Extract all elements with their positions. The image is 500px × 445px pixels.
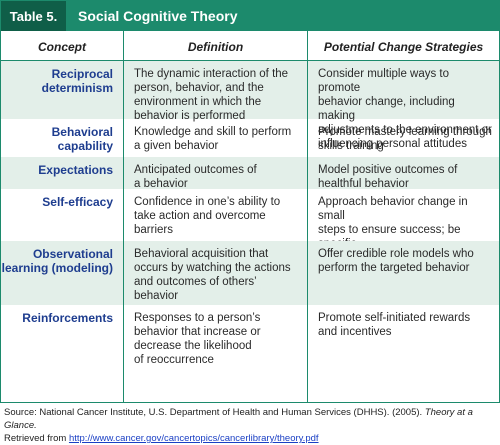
definition-cell-line: a behavior	[134, 178, 188, 190]
source-link[interactable]: http://www.cancer.gov/cancertopics/cance…	[68, 433, 319, 444]
definition-cell: Responses to a person’s behavior that inc…	[124, 305, 307, 367]
definition-cell-line: Knowledge and skill to perform	[134, 126, 292, 138]
definition-cell: Anticipated outcomes of a behavior	[124, 157, 307, 191]
strategy-cell: Offer credible role models who perform th…	[308, 241, 499, 275]
title-bar: Table 5. Social Cognitive Theory	[1, 1, 499, 31]
concept-cell-line: determinism	[41, 81, 113, 95]
definition-cell: Behavioral acquisition that occurs by wat…	[124, 241, 307, 303]
definition-cell-line: Behavioral acquisition that	[134, 248, 269, 260]
definition-cell-line: barriers	[134, 224, 173, 236]
strategy-cell-line: Model positive outcomes of	[318, 164, 458, 176]
strategy-cell-line: adjustments to the environment or	[318, 124, 492, 136]
definition-cell-line: occurs by watching the actions	[134, 262, 291, 274]
definition-cell-line: a given behavior	[134, 140, 219, 152]
header-concept: Concept	[38, 40, 86, 54]
strategy-cell-line: Offer credible role models who	[318, 248, 474, 260]
definition-cell-line: The dynamic interaction of the	[134, 68, 289, 80]
source-title: Theory at a Glance.	[4, 407, 473, 431]
strategy-cell-line: perform the targeted behavior	[318, 262, 470, 274]
strategy-cell: Model positive outcomes of healthful beha…	[308, 157, 499, 191]
table-header-row: Concept Definition Potential Change Stra…	[1, 31, 499, 61]
table-title: Social Cognitive Theory	[78, 8, 238, 24]
concept-cell-line: Reinforcements	[22, 311, 113, 325]
table-frame: Table 5. Social Cognitive Theory Concept…	[0, 0, 500, 403]
strategy-cell-line: healthful behavior	[318, 178, 409, 190]
concept-cell-line: Behavioral	[51, 125, 113, 139]
strategy-cell-line: Consider multiple ways to promote	[318, 68, 450, 94]
definition-cell: Confidence in one’s ability to take actio…	[124, 189, 307, 237]
table-row: Reinforcements Responses to a person’s beh…	[1, 305, 499, 367]
definition-cell-line: behavior	[134, 290, 179, 302]
strategy-cell: Promote self-initiated rewards and incent…	[308, 305, 499, 339]
concept-cell-line: Expectations	[38, 163, 113, 177]
definition-cell: Knowledge and skill to perform a given be…	[124, 119, 307, 153]
strategy-cell-line: Promote self-initiated rewards	[318, 312, 471, 324]
table-row: Self-efficacy Confidence in one’s ability…	[1, 189, 499, 264]
source-text: Source: National Cancer Institute, U.S. …	[4, 407, 423, 418]
column-divider-1	[123, 31, 124, 403]
strategy-cell-line: and incentives	[318, 326, 392, 338]
concept-cell-line: Self-efficacy	[42, 195, 113, 209]
concept-cell: Self-efficacy	[1, 189, 123, 209]
table-row: Expectations Anticipated outcomes of a beh…	[1, 157, 499, 191]
strategy-cell-line: skills training	[318, 140, 384, 152]
column-divider-2	[307, 31, 308, 403]
definition-cell-line: environment in which the	[134, 96, 262, 108]
strategy-cell-line: behavior change, including making	[318, 96, 455, 122]
definition-cell-line: and outcomes of others’	[134, 276, 257, 288]
retrieved-text: Retrieved from	[4, 433, 67, 444]
definition-cell-line: take action and overcome	[134, 210, 266, 222]
strategy-cell-line: influencing personal attitudes	[318, 138, 467, 150]
concept-cell-line: Reciprocal	[51, 67, 113, 81]
definition-cell: The dynamic interaction of the person, be…	[124, 61, 307, 123]
concept-cell-line: Observational	[32, 247, 113, 261]
definition-cell-line: behavior that increase or	[134, 326, 261, 338]
concept-cell: Expectations	[1, 157, 123, 177]
definition-cell-line: person, behavior, and the	[134, 82, 264, 94]
concept-cell: Reinforcements	[1, 305, 123, 325]
table-number-label: Table 5.	[1, 1, 66, 31]
header-strategies: Potential Change Strategies	[323, 40, 484, 54]
strategy-cell: Promote mastery learning through skills t…	[308, 119, 499, 153]
definition-cell-line: behavior is performed	[134, 110, 246, 122]
header-definition: Definition	[187, 40, 244, 54]
definition-cell-line: Responses to a person’s	[134, 312, 261, 324]
concept-cell-line: learning (modeling)	[1, 261, 113, 275]
concept-cell-line: capability	[57, 139, 113, 153]
definition-cell-line: of reoccurrence	[134, 354, 214, 366]
source-citation: Source: National Cancer Institute, U.S. …	[4, 406, 498, 445]
definition-cell-line: Confidence in one’s ability to	[134, 196, 281, 208]
strategy-cell-line: Promote mastery learning through	[318, 126, 492, 138]
strategy-cell-line: Approach behavior change in small	[318, 196, 468, 222]
definition-cell-line: Anticipated outcomes of	[134, 164, 257, 176]
definition-cell-line: decrease the likelihood	[134, 340, 252, 352]
